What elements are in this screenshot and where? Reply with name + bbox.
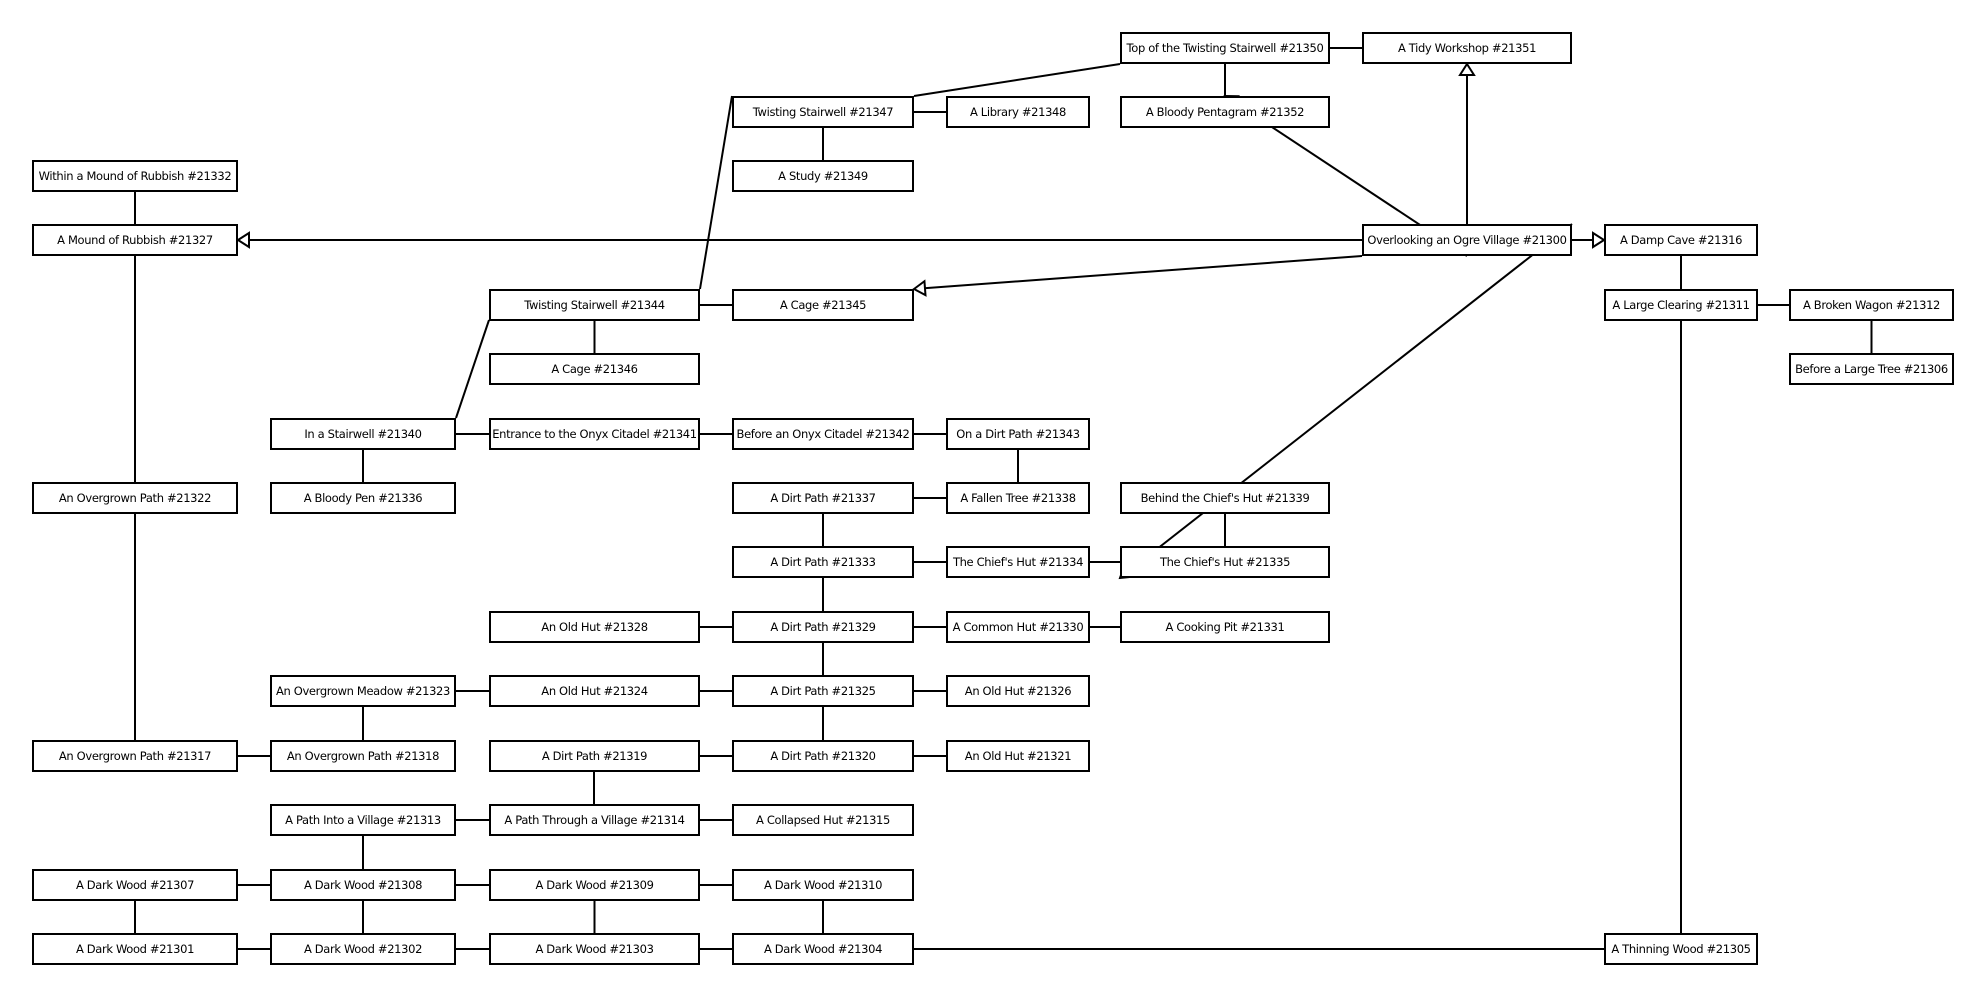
room-node[interactable]: A Cage #21346 — [489, 353, 700, 385]
room-node[interactable]: A Large Clearing #21311 — [1604, 289, 1758, 321]
room-node[interactable]: A Mound of Rubbish #21327 — [32, 224, 238, 256]
room-node[interactable]: The Chief's Hut #21335 — [1120, 546, 1330, 578]
room-node[interactable]: Before a Large Tree #21306 — [1789, 353, 1954, 385]
room-node[interactable]: A Bloody Pentagram #21352 — [1120, 96, 1330, 128]
room-node[interactable]: A Dark Wood #21303 — [489, 933, 700, 965]
room-node[interactable]: A Path Through a Village #21314 — [489, 804, 700, 836]
room-node[interactable]: Overlooking an Ogre Village #21300 — [1362, 224, 1572, 256]
connector-edge — [699, 95, 733, 290]
room-node[interactable]: A Collapsed Hut #21315 — [732, 804, 914, 836]
room-node[interactable]: A Library #21348 — [946, 96, 1090, 128]
room-node[interactable]: A Fallen Tree #21338 — [946, 482, 1090, 514]
connector-edge — [455, 319, 490, 419]
room-node[interactable]: A Path Into a Village #21313 — [270, 804, 456, 836]
room-node[interactable]: A Dirt Path #21319 — [489, 740, 700, 772]
room-node[interactable]: Entrance to the Onyx Citadel #21341 — [489, 418, 700, 450]
arrow-edge — [1119, 223, 1573, 579]
room-node[interactable]: Top of the Twisting Stairwell #21350 — [1120, 32, 1330, 64]
room-node[interactable]: A Bloody Pen #21336 — [270, 482, 456, 514]
arrowhead-icon — [912, 279, 927, 297]
room-node[interactable]: A Dirt Path #21320 — [732, 740, 914, 772]
arrowhead-icon — [1458, 62, 1476, 76]
room-node[interactable]: An Old Hut #21326 — [946, 675, 1090, 707]
room-node[interactable]: A Study #21349 — [732, 160, 914, 192]
room-node[interactable]: A Damp Cave #21316 — [1604, 224, 1758, 256]
room-node[interactable]: In a Stairwell #21340 — [270, 418, 456, 450]
room-node[interactable]: On a Dirt Path #21343 — [946, 418, 1090, 450]
room-node[interactable]: A Dark Wood #21310 — [732, 869, 914, 901]
room-node[interactable]: An Overgrown Path #21322 — [32, 482, 238, 514]
room-node[interactable]: An Old Hut #21328 — [489, 611, 700, 643]
room-node[interactable]: A Cage #21345 — [732, 289, 914, 321]
room-node[interactable]: A Cooking Pit #21331 — [1120, 611, 1330, 643]
arrowhead-icon — [236, 231, 250, 249]
room-node[interactable]: An Old Hut #21324 — [489, 675, 700, 707]
room-node[interactable]: A Broken Wagon #21312 — [1789, 289, 1954, 321]
room-node[interactable]: A Thinning Wood #21305 — [1604, 933, 1758, 965]
room-node[interactable]: Twisting Stairwell #21347 — [732, 96, 914, 128]
arrowhead-icon — [1592, 231, 1606, 249]
room-node[interactable]: An Overgrown Path #21317 — [32, 740, 238, 772]
room-node[interactable]: A Dirt Path #21329 — [732, 611, 914, 643]
room-node[interactable]: A Dark Wood #21302 — [270, 933, 456, 965]
room-node[interactable]: A Dirt Path #21325 — [732, 675, 914, 707]
room-node[interactable]: An Old Hut #21321 — [946, 740, 1090, 772]
room-node[interactable]: A Dark Wood #21307 — [32, 869, 238, 901]
room-node[interactable]: Behind the Chief's Hut #21339 — [1120, 482, 1330, 514]
room-node[interactable]: An Overgrown Path #21318 — [270, 740, 456, 772]
connector-edge — [913, 63, 1121, 97]
arrow-edge — [913, 255, 1363, 290]
room-node[interactable]: Before an Onyx Citadel #21342 — [732, 418, 914, 450]
room-node[interactable]: Twisting Stairwell #21344 — [489, 289, 700, 321]
room-node[interactable]: The Chief's Hut #21334 — [946, 546, 1090, 578]
room-node[interactable]: A Dark Wood #21301 — [32, 933, 238, 965]
room-node[interactable]: Within a Mound of Rubbish #21332 — [32, 160, 238, 192]
room-node[interactable]: An Overgrown Meadow #21323 — [270, 675, 456, 707]
room-node[interactable]: A Dark Wood #21308 — [270, 869, 456, 901]
room-node[interactable]: A Common Hut #21330 — [946, 611, 1090, 643]
room-node[interactable]: A Dirt Path #21333 — [732, 546, 914, 578]
room-node[interactable]: A Dark Wood #21309 — [489, 869, 700, 901]
room-node[interactable]: A Tidy Workshop #21351 — [1362, 32, 1572, 64]
room-node[interactable]: A Dark Wood #21304 — [732, 933, 914, 965]
room-node[interactable]: A Dirt Path #21337 — [732, 482, 914, 514]
